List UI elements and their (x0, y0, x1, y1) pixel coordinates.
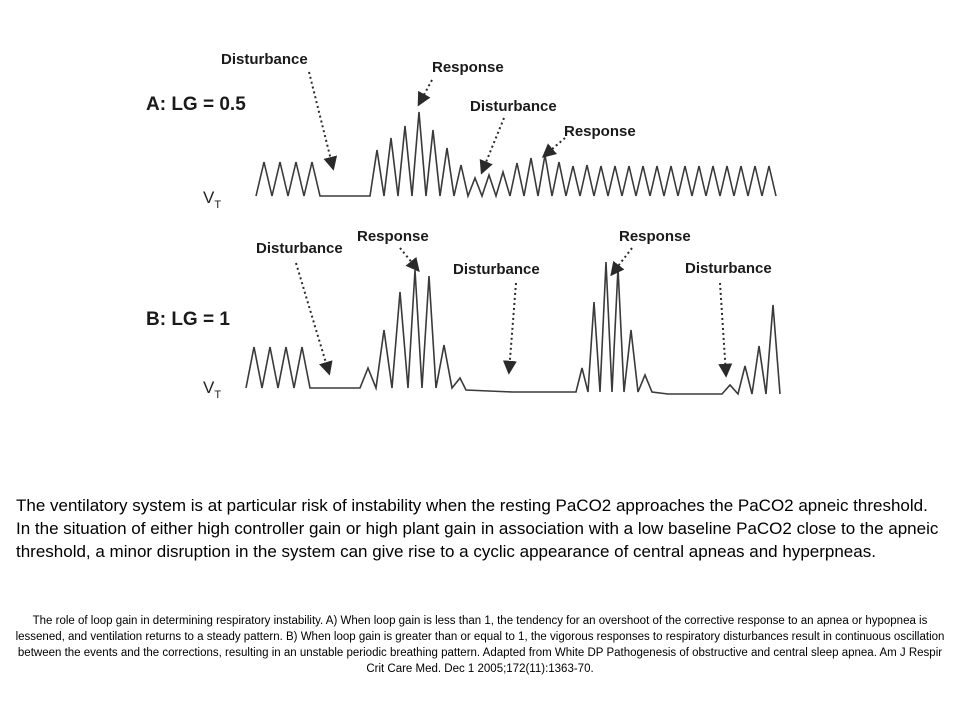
loop-gain-diagram: A: LG = 0.5 VT Disturbance Response Dist… (146, 51, 781, 401)
panel-a-callout-disturbance-2: Disturbance (470, 98, 557, 115)
panel-a-label: A: LG = 0.5 (146, 94, 246, 115)
panel-b-arrow-2 (399, 247, 420, 273)
panel-a-callout-response-2: Response (564, 123, 636, 140)
panel-b-arrow-5 (718, 282, 733, 378)
panel-a-arrow-3 (479, 117, 505, 175)
panel-a-arrow-1 (308, 71, 338, 171)
figure-caption: The role of loop gain in determining res… (15, 615, 945, 675)
panel-a-callout-response-1: Response (432, 59, 504, 76)
panel-b-vt-axis-label: VT (203, 378, 221, 401)
panel-a: A: LG = 0.5 VT Disturbance Response Dist… (146, 51, 777, 211)
panel-b-callout-disturbance-3: Disturbance (685, 260, 772, 277)
panel-b-callout-disturbance-1: Disturbance (256, 240, 343, 257)
panel-b-callout-response-2: Response (619, 228, 691, 245)
panel-b-tidal-volume-trace (245, 261, 781, 396)
panel-a-arrow-4 (541, 137, 566, 158)
body-text: The ventilatory system is at particular … (16, 496, 939, 561)
panel-a-arrow-2 (417, 79, 433, 107)
panel-b-callout-response-1: Response (357, 228, 429, 245)
panel-b-callout-disturbance-2: Disturbance (453, 261, 540, 278)
panel-a-vt-axis-label: VT (203, 188, 221, 211)
panel-b-arrow-1 (295, 262, 333, 376)
panel-b-arrow-4 (610, 247, 633, 277)
panel-a-callout-disturbance-1: Disturbance (221, 51, 308, 68)
panel-b-arrow-3 (502, 282, 517, 375)
panel-b-label: B: LG = 1 (146, 309, 230, 330)
panel-a-tidal-volume-trace (255, 111, 777, 199)
panel-b: B: LG = 1 VT Disturbance Response Distur… (146, 228, 781, 401)
